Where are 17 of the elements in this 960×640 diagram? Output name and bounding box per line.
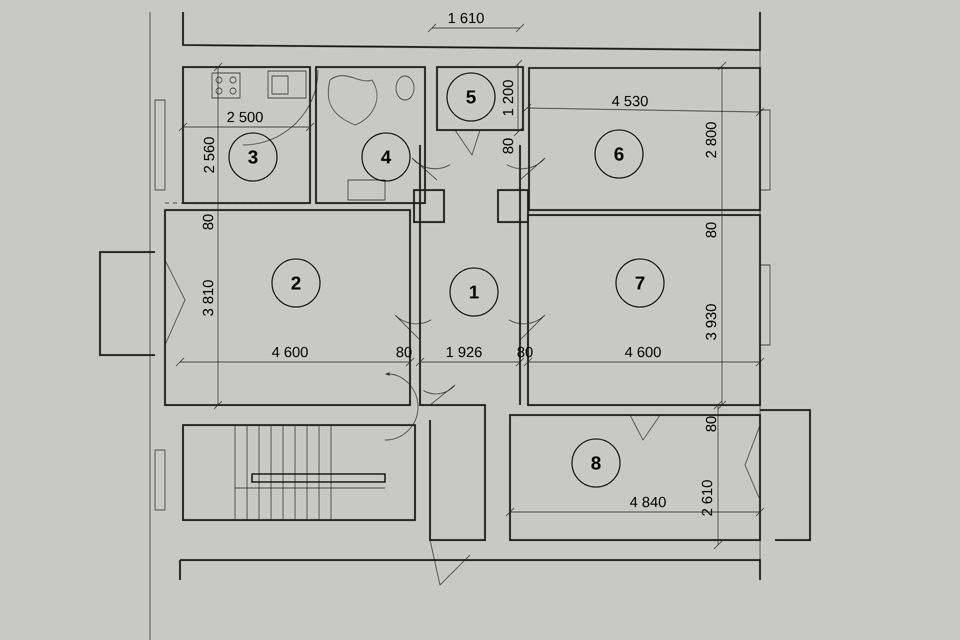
room-number: 4 <box>361 132 411 182</box>
room-number: 8 <box>571 438 621 488</box>
dimension-label: 2 560 <box>204 137 214 173</box>
dimension-label: 2 800 <box>706 122 716 158</box>
dimension-label: 4 600 <box>625 346 661 358</box>
dimension-label: 80 <box>706 416 716 432</box>
room-number: 2 <box>271 258 321 308</box>
room-number: 3 <box>228 132 278 182</box>
room-number: 1 <box>449 267 499 317</box>
room-number: 6 <box>594 129 644 179</box>
dimension-label: 3 810 <box>202 280 214 316</box>
dimension-label: 2 610 <box>702 480 712 516</box>
dimension-label: 80 <box>706 222 716 238</box>
dimension-label: 80 <box>502 138 514 154</box>
dimension-label: 80 <box>202 214 214 230</box>
room-number: 7 <box>615 258 665 308</box>
room-number: 5 <box>446 72 496 122</box>
